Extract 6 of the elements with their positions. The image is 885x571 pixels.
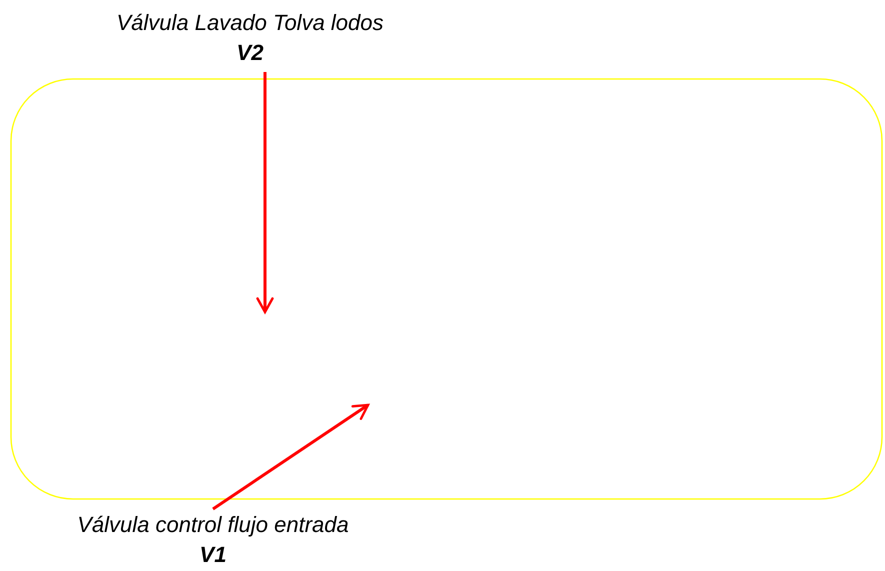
leader-arrow <box>212 404 370 510</box>
leader-arrow <box>256 72 274 314</box>
callout-label: Válvula Lavado Tolva lodos <box>116 9 384 37</box>
callout-label: Válvula control flujo entrada <box>77 511 349 539</box>
valve-tag: V1 <box>200 540 226 570</box>
valve-tag: V2 <box>236 38 264 68</box>
